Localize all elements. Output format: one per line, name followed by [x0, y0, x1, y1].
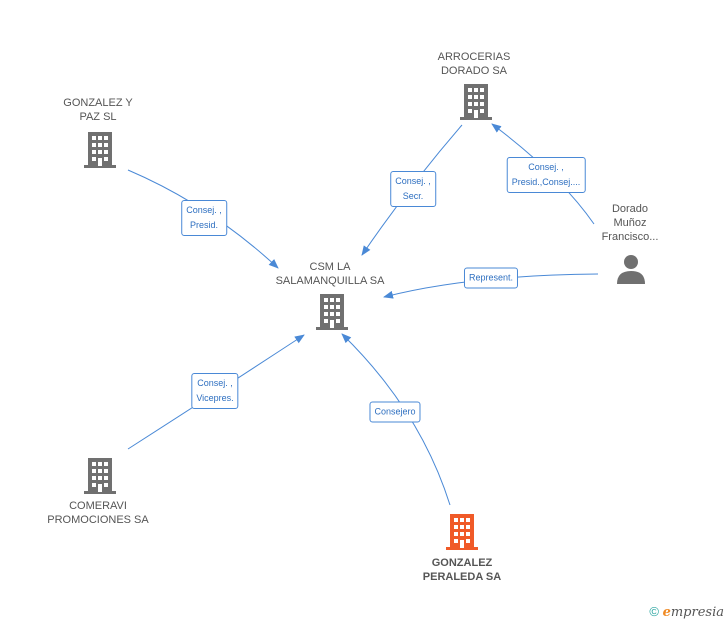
edge-label-comeravi[interactable]: Consej. , Vicepres. — [191, 373, 239, 409]
edge-label-dorado-center[interactable]: Represent. — [463, 267, 519, 289]
node-label-arrocerias-dorado[interactable]: ARROCERIAS DORADO SA — [437, 51, 511, 77]
building-icon[interactable] — [446, 514, 478, 550]
building-icon[interactable] — [84, 132, 116, 168]
person-icon[interactable] — [616, 254, 646, 284]
building-icon[interactable] — [460, 84, 492, 120]
building-icon[interactable] — [84, 458, 116, 494]
node-label-comeravi[interactable]: COMERAVI PROMOCIONES SA — [47, 500, 149, 526]
building-icon[interactable] — [316, 294, 348, 330]
footer-brand: © empresia — [649, 604, 724, 620]
node-label-csm-la-salamanquilla[interactable]: CSM LA SALAMANQUILLA SA — [275, 261, 385, 287]
node-label-dorado-munoz[interactable]: Dorado Muñoz Francisco... — [601, 203, 659, 243]
node-label-gonzalez-y-paz[interactable]: GONZALEZ Y PAZ SL — [63, 97, 133, 123]
edge-label-gonzalez-y-paz[interactable]: Consej. , Presid. — [181, 200, 227, 236]
edge-label-arrocerias[interactable]: Consej. , Secr. — [390, 171, 436, 207]
brand-logo: empresia — [662, 605, 724, 620]
edge-label-peraleda[interactable]: Consejero — [369, 401, 421, 423]
edge-label-dorado-arrocerias[interactable]: Consej. , Presid.,Consej.... — [506, 157, 586, 193]
copyright-icon: © — [649, 604, 659, 619]
node-label-gonzalez-peraleda[interactable]: GONZALEZ PERALEDA SA — [422, 557, 502, 583]
